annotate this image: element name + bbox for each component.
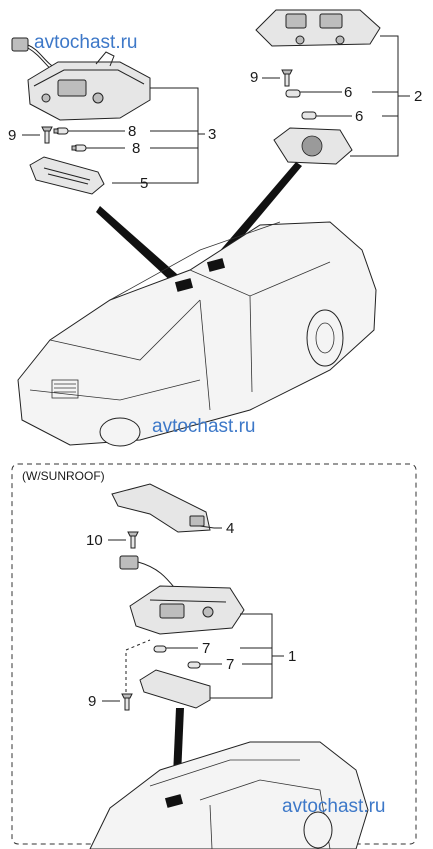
screw-9-bottom — [121, 693, 133, 711]
callout-10: 10 — [86, 532, 103, 549]
callout-9-topright: 9 — [250, 69, 258, 86]
lamp-housing — [27, 61, 151, 121]
bulb-8a — [53, 127, 69, 135]
bulb-6a — [285, 89, 301, 98]
bracket-4 — [111, 483, 211, 533]
watermark-top: avtochast.ru — [34, 32, 138, 53]
sunroof-assembly — [102, 483, 284, 711]
roof-mark-sunroof — [164, 794, 184, 808]
callout-6-upper: 6 — [344, 84, 352, 101]
watermark-middle: avtochast.ru — [152, 416, 256, 437]
pointer-map — [212, 162, 302, 264]
callout-2: 2 — [414, 88, 422, 105]
bulb-8b — [71, 144, 87, 152]
bulb-7a — [153, 645, 167, 653]
bulb-6b — [301, 111, 317, 120]
roof-mark-console — [174, 278, 194, 292]
screw-9-right — [281, 69, 293, 87]
sunroof-lamp-housing — [129, 585, 245, 635]
callout-9-topleft: 9 — [8, 127, 16, 144]
sunroof-lamp-lens — [139, 669, 211, 709]
callout-3: 3 — [208, 126, 216, 143]
lens-5 — [29, 156, 105, 195]
screw-9-top — [41, 126, 53, 144]
callout-8-upper: 8 — [128, 123, 136, 140]
roof-mark-map — [206, 258, 226, 272]
screw-10 — [127, 531, 139, 549]
callout-8-lower: 8 — [132, 140, 140, 157]
callout-5: 5 — [140, 175, 148, 192]
callout-4: 4 — [226, 520, 234, 537]
callout-7-upper: 7 — [202, 640, 210, 657]
console-lamp-assembly-3 — [11, 37, 205, 195]
map-lamp-housing — [255, 9, 381, 47]
pointer-console — [96, 206, 186, 286]
callout-9-bottom: 9 — [88, 693, 96, 710]
map-lamp-assembly-2 — [255, 9, 410, 165]
section-label-sunroof: (W/SUNROOF) — [22, 469, 105, 483]
callout-1: 1 — [288, 648, 296, 665]
car-illustration-top — [17, 221, 377, 447]
bulb-7b — [187, 661, 201, 669]
car-illustration-bottom — [89, 741, 369, 849]
callout-7-lower: 7 — [226, 656, 234, 673]
watermark-bottom: avtochast.ru — [282, 796, 386, 817]
callout-6-lower: 6 — [355, 108, 363, 125]
connector-plug — [11, 37, 29, 52]
